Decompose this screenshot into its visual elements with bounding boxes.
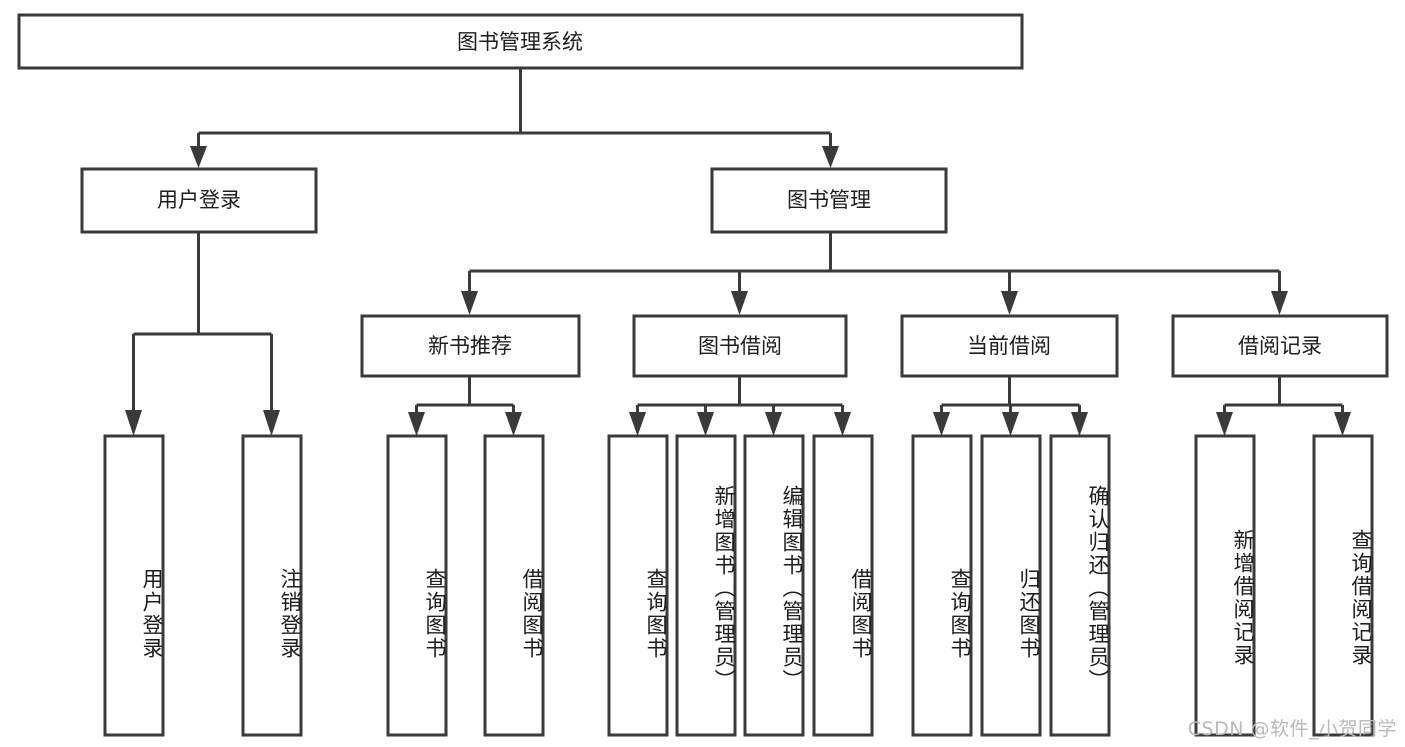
node-label-current-borrow: 当前借阅 — [967, 334, 1051, 358]
node-label-root: 图书管理系统 — [457, 30, 583, 54]
node-box-root[interactable] — [17, 13, 1024, 70]
arrow-record-to-leaf2 — [1334, 412, 1351, 436]
node-box-leaf-query-record[interactable] — [1312, 434, 1374, 737]
edges-layer — [125, 68, 1351, 436]
node-box-leaf-confirm-return[interactable] — [1049, 434, 1111, 737]
arrow-bookmanage-to-c3 — [1001, 291, 1018, 315]
node-label-user-login: 用户登录 — [157, 188, 241, 212]
arrow-userlogin-to-leaf2 — [263, 410, 280, 436]
node-box-current-borrow[interactable] — [900, 314, 1119, 378]
arrow-current-to-leaf1 — [933, 412, 950, 436]
arrow-recommend-to-leaf1 — [408, 412, 425, 436]
node-box-user-login[interactable] — [80, 167, 318, 234]
node-box-leaf-user-login[interactable] — [103, 434, 165, 737]
node-box-leaf-return-book[interactable] — [980, 434, 1042, 737]
node-box-leaf-borrow-book-1[interactable] — [483, 434, 545, 737]
arrow-record-to-leaf1 — [1216, 412, 1233, 436]
node-box-new-book-recommend[interactable] — [360, 314, 581, 378]
node-box-leaf-add-book[interactable] — [675, 434, 737, 737]
arrow-root-to-book-manage — [822, 146, 839, 168]
node-box-book-borrow[interactable] — [632, 314, 848, 378]
node-box-book-manage[interactable] — [710, 167, 948, 234]
node-box-leaf-add-record[interactable] — [1194, 434, 1256, 737]
arrow-bookmanage-to-c4 — [1271, 291, 1288, 315]
watermark-text: CSDN @软件_小贺同学 — [1187, 718, 1397, 740]
arrow-bookmanage-to-c1 — [461, 291, 478, 315]
arrow-borrow-to-leaf1 — [629, 412, 646, 436]
node-box-borrow-record[interactable] — [1171, 314, 1389, 378]
node-label-borrow-record: 借阅记录 — [1238, 334, 1322, 358]
nodes-layer — [17, 13, 1389, 737]
node-box-leaf-query-book-1[interactable] — [386, 434, 448, 737]
node-box-leaf-query-book-2[interactable] — [607, 434, 669, 737]
node-label-new-book-recommend: 新书推荐 — [428, 334, 512, 358]
arrow-root-to-user-login — [190, 146, 207, 168]
arrow-borrow-to-leaf3 — [765, 412, 782, 436]
labels-horizontal-layer: 图书管理系统 用户登录 图书管理 新书推荐 图书借阅 当前借阅 借阅记录 — [157, 30, 1322, 358]
arrow-bookmanage-to-c2 — [731, 291, 748, 315]
node-box-leaf-query-book-3[interactable] — [911, 434, 973, 737]
arrow-userlogin-to-leaf1 — [125, 410, 142, 436]
node-box-leaf-borrow-book-2[interactable] — [812, 434, 874, 737]
arrow-current-to-leaf3 — [1071, 412, 1088, 436]
arrow-borrow-to-leaf4 — [834, 412, 851, 436]
node-box-leaf-logout-login[interactable] — [241, 434, 303, 737]
node-label-book-manage: 图书管理 — [787, 188, 871, 212]
arrow-recommend-to-leaf2 — [505, 412, 522, 436]
arrow-current-to-leaf2 — [1002, 412, 1019, 436]
node-box-leaf-edit-book[interactable] — [743, 434, 805, 737]
node-label-book-borrow: 图书借阅 — [698, 334, 782, 358]
arrow-borrow-to-leaf2 — [697, 412, 714, 436]
